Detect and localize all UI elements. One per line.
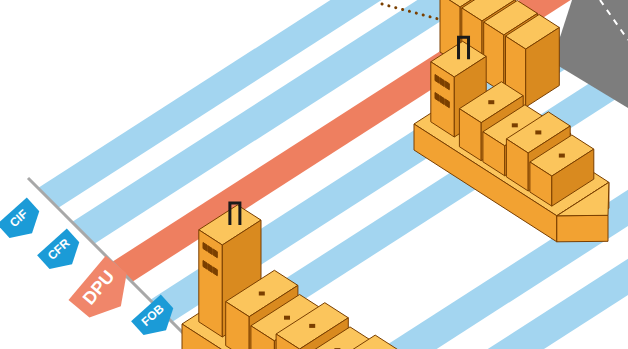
container-hatch — [535, 130, 541, 134]
road-marking — [600, 0, 628, 40]
ship-window — [208, 264, 212, 273]
ship-mast — [230, 203, 240, 225]
container — [226, 302, 250, 349]
ship-window — [440, 78, 444, 87]
container-hatch — [559, 154, 565, 158]
ship-window — [445, 99, 449, 108]
quay-container — [526, 28, 560, 108]
container-hatch — [284, 316, 290, 320]
ship-bow — [557, 215, 608, 242]
container — [483, 132, 505, 176]
incoterm-tag: DPU — [69, 256, 140, 329]
dotted-route — [382, 4, 442, 20]
ship-window — [203, 261, 207, 270]
ship-window — [213, 267, 217, 276]
tag-shape — [37, 228, 87, 277]
quay-edge — [28, 178, 205, 349]
container — [276, 334, 300, 349]
incoterm-stripe — [38, 0, 628, 208]
container — [530, 162, 552, 206]
road — [552, 0, 628, 108]
stripe-layer — [38, 0, 628, 349]
incoterm-tag: CFR — [37, 228, 87, 277]
ship-window — [208, 246, 212, 255]
container-hatch — [259, 292, 265, 296]
ship-bridge — [199, 230, 223, 337]
ship-window — [435, 93, 439, 102]
ship-bridge — [431, 62, 455, 137]
ship-window — [445, 81, 449, 90]
tag-shape — [0, 197, 47, 246]
ship-window — [435, 75, 439, 84]
container — [327, 335, 399, 349]
ship-layer — [182, 0, 609, 349]
ship-window — [213, 249, 217, 258]
container — [552, 149, 594, 206]
ship-window — [440, 96, 444, 105]
tag-shape — [131, 294, 181, 343]
container — [251, 326, 275, 349]
container-hatch — [334, 348, 340, 349]
tag-shape — [69, 256, 140, 329]
incoterm-tag: CIF — [0, 197, 47, 246]
container — [459, 109, 481, 161]
incoterm-stripe — [190, 0, 628, 349]
ship-window — [203, 243, 207, 252]
container-hatch — [309, 324, 315, 328]
container — [506, 139, 528, 191]
incoterm-tag: FOB — [131, 294, 181, 343]
container-hatch — [512, 123, 518, 127]
container-hatch — [488, 100, 494, 104]
ship-mast — [459, 37, 469, 59]
